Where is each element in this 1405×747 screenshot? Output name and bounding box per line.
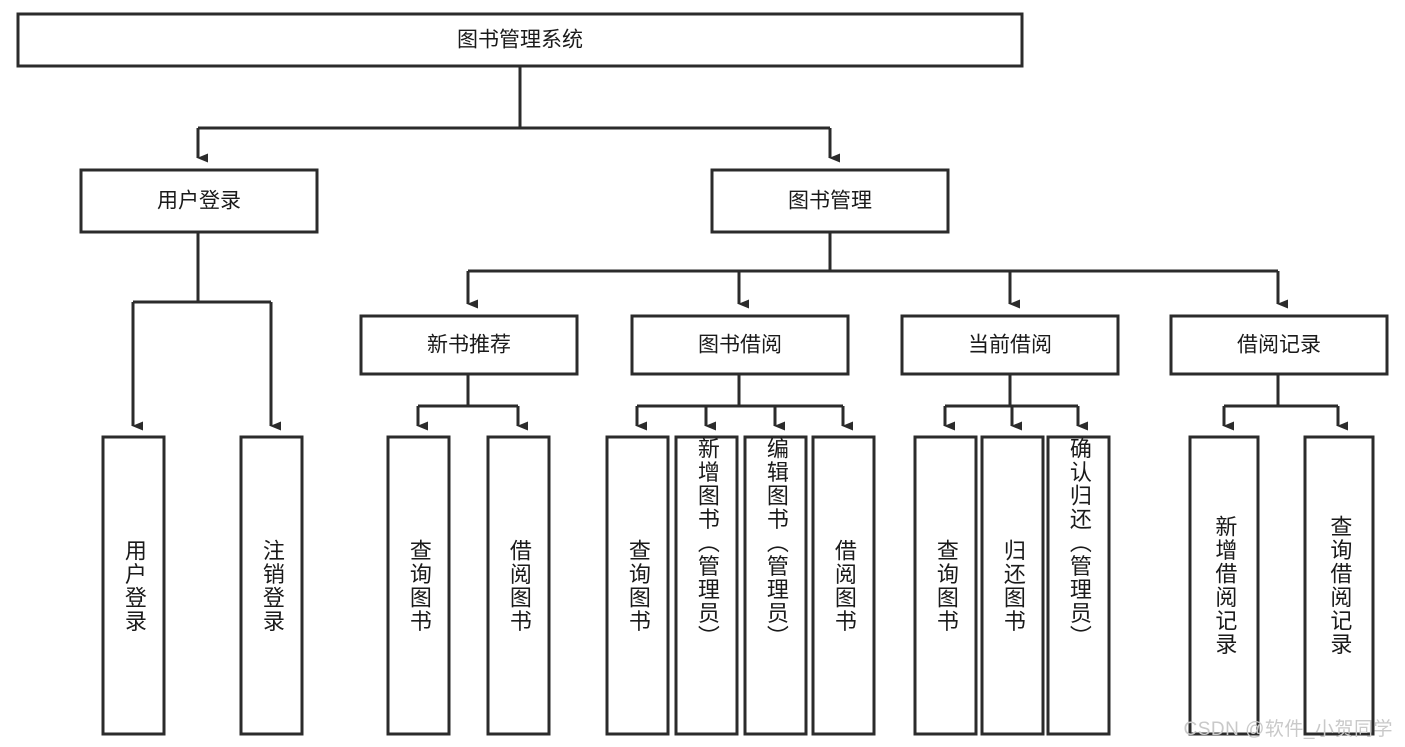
edge-group-bookborrow-to-leaves bbox=[635, 374, 853, 431]
node-current-borrow-label: 当前借阅 bbox=[968, 334, 1052, 357]
node-user-login-box[interactable] bbox=[79, 168, 319, 234]
leaf-group-user-login bbox=[101, 435, 304, 736]
leaf-box-new-book-1[interactable] bbox=[486, 435, 551, 736]
edge-group-borrowrecord-to-leaves bbox=[1222, 374, 1348, 431]
node-root[interactable]: 图书管理系统 bbox=[16, 12, 1024, 68]
leaf-box-current-borrow-1[interactable] bbox=[980, 435, 1045, 736]
leaf-box-new-book-0[interactable] bbox=[386, 435, 451, 736]
leaf-group-book-borrow bbox=[605, 435, 876, 736]
node-borrow-record-box[interactable] bbox=[1169, 314, 1389, 376]
node-root-label: 图书管理系统 bbox=[457, 29, 583, 52]
node-current-borrow-box[interactable] bbox=[900, 314, 1120, 376]
edge-group-currentborrow-to-leaves bbox=[943, 374, 1088, 431]
node-user-login[interactable]: 用户登录 bbox=[79, 168, 319, 234]
leaf-box-book-borrow-2[interactable] bbox=[743, 435, 808, 736]
node-new-book[interactable]: 新书推荐 bbox=[359, 314, 579, 376]
csdn-watermark: CSDN @软件_小贺同学 bbox=[1183, 719, 1393, 740]
node-book-manage[interactable]: 图书管理 bbox=[710, 168, 950, 234]
edge-group-newbook-to-leaves bbox=[416, 374, 528, 431]
node-new-book-label: 新书推荐 bbox=[427, 334, 511, 357]
node-book-borrow-box[interactable] bbox=[630, 314, 850, 376]
node-book-manage-label: 图书管理 bbox=[788, 190, 872, 213]
edge-group-root-to-level2 bbox=[196, 66, 840, 163]
node-current-borrow[interactable]: 当前借阅 bbox=[900, 314, 1120, 376]
leaf-box-book-borrow-3[interactable] bbox=[811, 435, 876, 736]
leaf-group-borrow-record bbox=[1188, 435, 1375, 736]
leaf-box-user-login-0[interactable] bbox=[101, 435, 166, 736]
leaf-box-book-borrow-1[interactable] bbox=[674, 435, 739, 736]
node-book-manage-box[interactable] bbox=[710, 168, 950, 234]
leaf-box-borrow-record-1[interactable] bbox=[1303, 435, 1375, 736]
node-user-login-label: 用户登录 bbox=[157, 190, 241, 213]
node-borrow-record[interactable]: 借阅记录 bbox=[1169, 314, 1389, 376]
leaf-group-current-borrow bbox=[913, 435, 1111, 736]
node-borrow-record-label: 借阅记录 bbox=[1237, 334, 1321, 357]
edge-group-bookmanage-to-level3 bbox=[466, 232, 1288, 309]
node-new-book-box[interactable] bbox=[359, 314, 579, 376]
edge-group-userlogin-to-leaves bbox=[131, 232, 281, 431]
leaf-box-book-borrow-0[interactable] bbox=[605, 435, 670, 736]
leaf-box-current-borrow-0[interactable] bbox=[913, 435, 978, 736]
leaf-box-borrow-record-0[interactable] bbox=[1188, 435, 1260, 736]
leaf-group-new-book bbox=[386, 435, 551, 736]
leaf-box-current-borrow-2[interactable] bbox=[1046, 435, 1111, 736]
node-book-borrow-label: 图书借阅 bbox=[698, 334, 782, 357]
node-root-box[interactable] bbox=[16, 12, 1024, 68]
node-book-borrow[interactable]: 图书借阅 bbox=[630, 314, 850, 376]
leaf-box-user-login-1[interactable] bbox=[239, 435, 304, 736]
